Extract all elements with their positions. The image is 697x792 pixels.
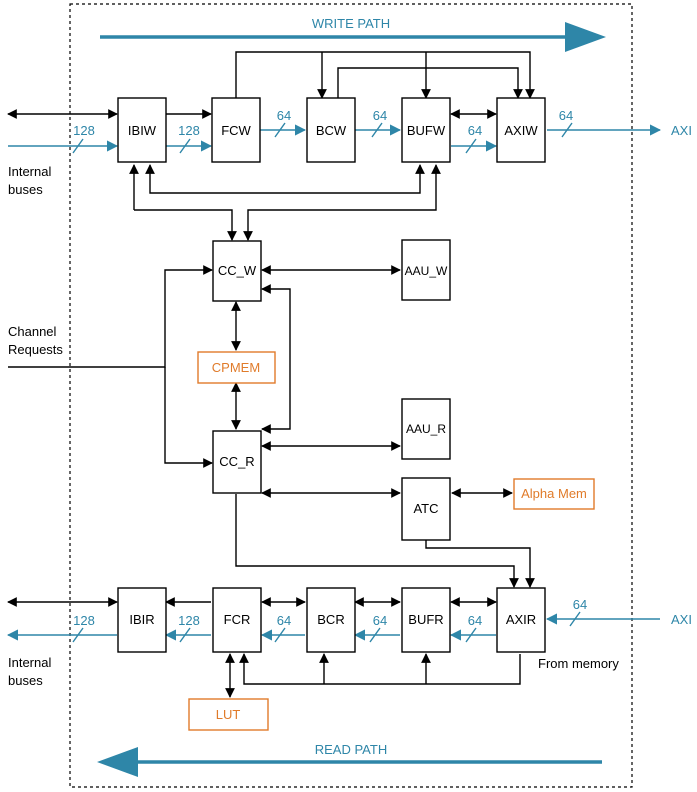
- width-axir-bufr: 64: [468, 613, 482, 628]
- block-bufw: BUFW: [401, 97, 451, 163]
- write-path-arrow: [100, 22, 606, 52]
- block-aau-w-label: AAU_W: [405, 264, 448, 278]
- block-atc: ATC: [401, 477, 451, 541]
- block-axir: AXIR: [496, 587, 546, 653]
- block-bufr: BUFR: [401, 587, 451, 653]
- width-fcw-bcw: 64: [277, 108, 291, 123]
- block-lut: LUT: [188, 698, 269, 731]
- block-cpmem-label: CPMEM: [212, 360, 260, 375]
- channel-requests-line: [8, 265, 213, 368]
- block-atc-label: ATC: [413, 501, 438, 516]
- block-cc-w-label: CC_W: [218, 263, 257, 278]
- block-alpha-mem-label: Alpha Mem: [521, 486, 587, 501]
- block-ibir-label: IBIR: [129, 612, 154, 627]
- block-bcr: BCR: [306, 587, 356, 653]
- internal-buses-top-label: Internal buses: [8, 164, 55, 197]
- read-path-label: READ PATH: [315, 742, 387, 757]
- block-alpha-mem: Alpha Mem: [513, 478, 595, 510]
- block-axiw-label: AXIW: [504, 123, 538, 138]
- block-bufw-label: BUFW: [407, 123, 446, 138]
- block-bufr-label: BUFR: [408, 612, 443, 627]
- internal-buses-bottom-label: Internal buses: [8, 655, 55, 688]
- block-aau-w: AAU_W: [401, 239, 451, 301]
- block-axir-label: AXIR: [506, 612, 536, 627]
- block-aau-r-label: AAU_R: [406, 422, 446, 436]
- width-bufw-axiw: 64: [468, 123, 482, 138]
- block-ibiw-label: IBIW: [128, 123, 157, 138]
- axi-write-label: AXI: [671, 123, 692, 138]
- chip-boundary: [69, 3, 633, 788]
- block-aau-r: AAU_R: [401, 398, 451, 460]
- block-fcw: FCW: [211, 97, 261, 163]
- block-fcr: FCR: [212, 587, 262, 653]
- block-fcw-label: FCW: [221, 123, 251, 138]
- write-path-label: WRITE PATH: [312, 16, 390, 31]
- block-bcw-label: BCW: [316, 123, 347, 138]
- width-bufr-bcr: 64: [373, 613, 387, 628]
- block-cpmem: CPMEM: [197, 351, 276, 384]
- width-bcw-bufw: 64: [373, 108, 387, 123]
- block-cc-r-label: CC_R: [219, 454, 254, 469]
- channel-requests-label: Channel Requests: [8, 324, 63, 357]
- block-axiw: AXIW: [496, 97, 546, 163]
- width-fcr-ibir: 128: [178, 613, 200, 628]
- block-cc-r: CC_R: [212, 430, 262, 494]
- block-cc-w: CC_W: [212, 240, 262, 302]
- width-r-out: 128: [73, 613, 95, 628]
- block-ibir: IBIR: [117, 587, 167, 653]
- block-bcw: BCW: [306, 97, 356, 163]
- width-axiw-out: 64: [559, 108, 573, 123]
- from-memory-label: From memory: [538, 656, 619, 671]
- axi-read-label: AXI: [671, 612, 692, 627]
- block-ibiw: IBIW: [117, 97, 167, 163]
- width-ibiw-fcw: 128: [178, 123, 200, 138]
- block-bcr-label: BCR: [317, 612, 344, 627]
- width-w-in: 128: [73, 123, 95, 138]
- width-r-in: 64: [573, 597, 587, 612]
- read-path-arrow: [97, 747, 602, 777]
- width-bcr-fcr: 64: [277, 613, 291, 628]
- block-fcr-label: FCR: [224, 612, 251, 627]
- block-lut-label: LUT: [216, 707, 241, 722]
